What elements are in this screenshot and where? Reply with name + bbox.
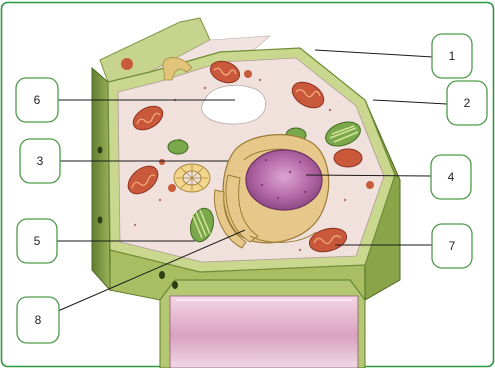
- label-text: 1: [449, 49, 456, 63]
- label-text: 5: [34, 234, 41, 248]
- label-2: 2: [447, 81, 487, 125]
- cell-wall-left: [92, 68, 110, 290]
- label-7: 7: [432, 224, 472, 268]
- label-text: 3: [37, 154, 44, 168]
- centrosome: [174, 164, 210, 192]
- plant-cell: [92, 18, 400, 368]
- label-6: 6: [16, 78, 58, 122]
- label-1: 1: [432, 34, 472, 78]
- label-text: 4: [448, 170, 455, 184]
- label-text: 8: [35, 313, 42, 327]
- label-5: 5: [17, 219, 57, 263]
- label-text: 7: [449, 239, 456, 253]
- label-text: 6: [34, 93, 41, 107]
- leader-line-2: [373, 100, 447, 104]
- nucleus: [246, 150, 322, 210]
- leader-line-1: [315, 50, 433, 57]
- label-3: 3: [20, 139, 60, 183]
- label-text: 2: [464, 96, 471, 110]
- label-8: 8: [17, 297, 59, 343]
- label-4: 4: [431, 155, 471, 199]
- cell-cross-section: [160, 280, 365, 368]
